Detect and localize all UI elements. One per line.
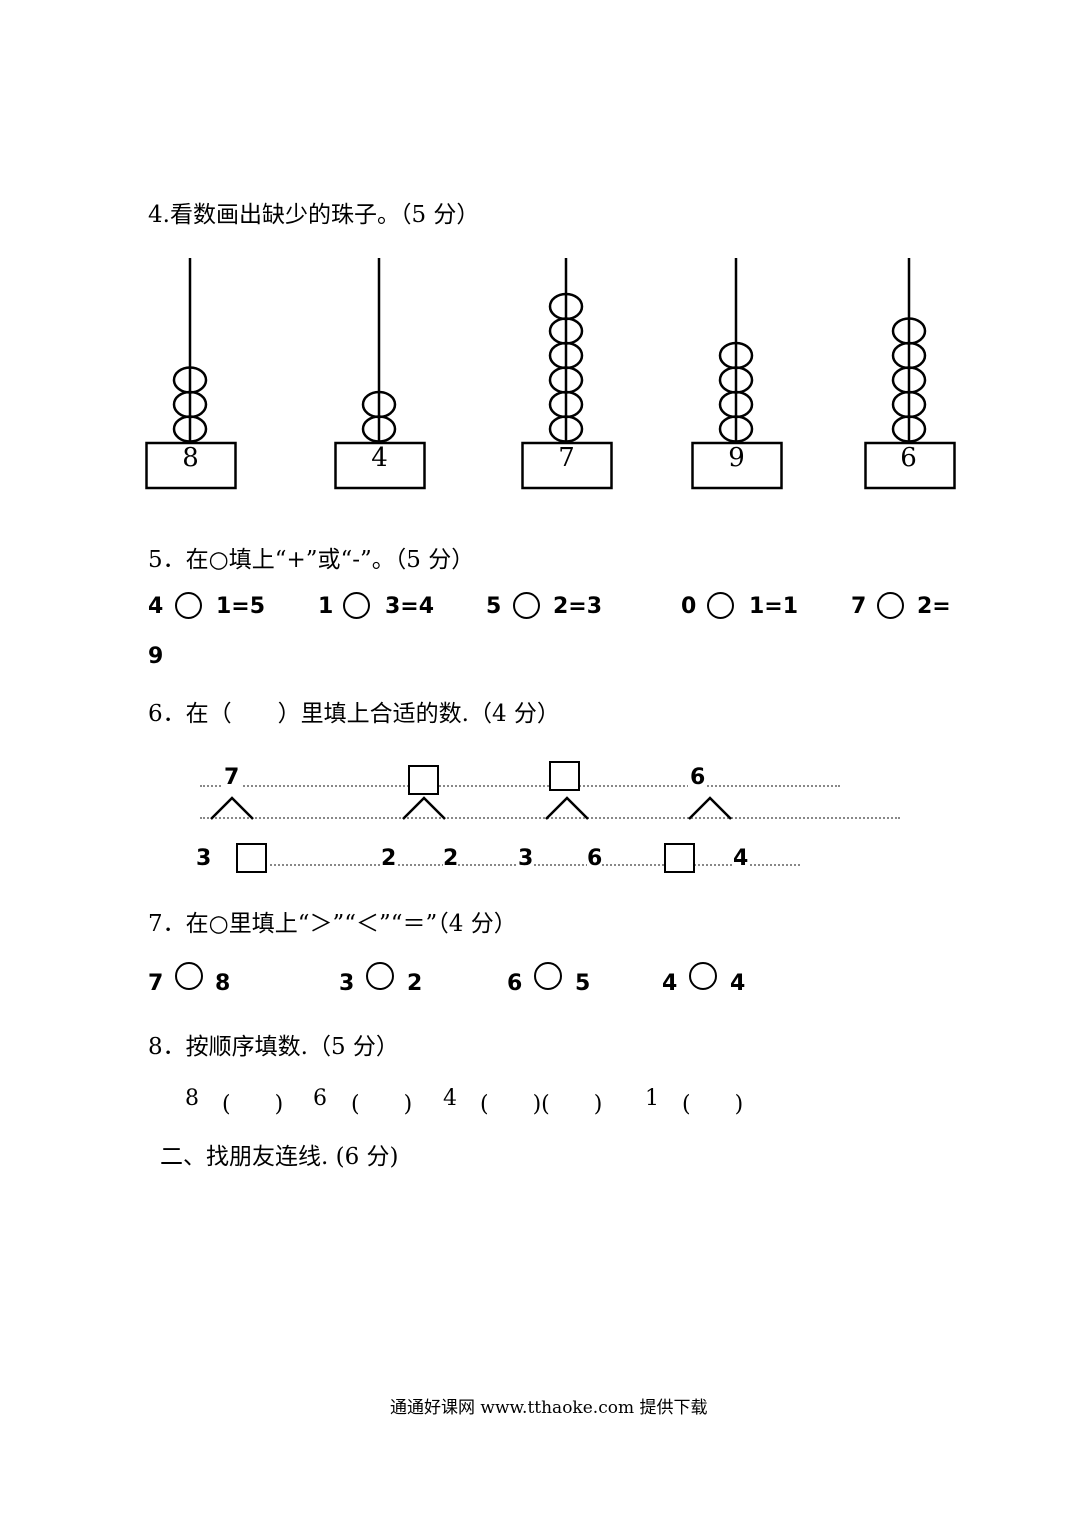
- dotted-guide: [200, 785, 840, 787]
- answer-circle[interactable]: [707, 592, 734, 619]
- q7-item-3-left: 6: [507, 971, 523, 996]
- sequence-blank-2[interactable]: ( ): [351, 1092, 413, 1117]
- sequence-6: 6: [313, 1086, 327, 1111]
- sequence-blank-1[interactable]: ( ): [222, 1092, 284, 1117]
- abacus-bead: [548, 292, 584, 321]
- abacus-number-5: 6: [900, 443, 917, 473]
- abacus-bead: [361, 390, 397, 419]
- number-bond-bottom-6: 4: [733, 846, 749, 871]
- footer-text: 通通好课网 www.tthaoke.com 提供下载: [390, 1398, 708, 1418]
- answer-circle[interactable]: [366, 962, 394, 990]
- abacus-number-4: 9: [728, 443, 745, 473]
- number-bond-top-4: 6: [688, 765, 708, 790]
- abacus-bead: [718, 341, 754, 370]
- q7-item-3-right: 5: [575, 971, 591, 996]
- number-bond-bottom-4: 3: [518, 846, 534, 871]
- q8-title: 8．按顺序填数.（5 分）: [148, 1034, 399, 1060]
- number-bond-bottom-5: 6: [587, 846, 603, 871]
- q5-item-2-rest: 3=4: [385, 594, 435, 619]
- q7-item-2-right: 2: [407, 971, 423, 996]
- sequence-blank-3-4[interactable]: ( )( ): [480, 1092, 603, 1117]
- number-bond-bottom-1: 3: [196, 846, 212, 871]
- q5-item-5-a: 7: [851, 594, 867, 619]
- answer-circle[interactable]: [343, 592, 370, 619]
- number-bond-bottom-box-4[interactable]: [664, 843, 695, 873]
- q7-item-2-left: 3: [339, 971, 355, 996]
- number-bond-bottom-3: 2: [443, 846, 459, 871]
- q7-item-4-right: 4: [730, 971, 746, 996]
- number-bond-bottom-2: 2: [381, 846, 397, 871]
- answer-circle[interactable]: [534, 962, 562, 990]
- q5-item-1-a: 4: [148, 594, 164, 619]
- sequence-1: 1: [645, 1086, 659, 1111]
- answer-circle[interactable]: [689, 962, 717, 990]
- abacus-diagram: [145, 258, 956, 490]
- q7-item-1-left: 7: [148, 971, 164, 996]
- q6-title: 6．在（ ）里填上合适的数.（4 分）: [148, 701, 560, 727]
- q5-item-3-rest: 2=3: [553, 594, 603, 619]
- abacus-number-box: [521, 441, 613, 490]
- q4-title: 4.看数画出缺少的珠子。（5 分）: [148, 202, 480, 228]
- number-bond-branches: [210, 796, 732, 820]
- abacus-number-box: [691, 441, 783, 490]
- q5-item-4-rest: 1=1: [749, 594, 799, 619]
- q5-item-2-a: 1: [318, 594, 334, 619]
- q5-item-4-a: 0: [681, 594, 697, 619]
- answer-circle[interactable]: [175, 962, 203, 990]
- section-2-title: 二、找朋友连线. (6 分): [160, 1144, 399, 1170]
- number-bond-top-1: 7: [222, 765, 242, 790]
- sequence-blank-5[interactable]: ( ): [682, 1092, 744, 1117]
- q7-title: 7．在○里填上“＞”“＜”“＝”（4 分）: [148, 911, 517, 937]
- sequence-4: 4: [443, 1086, 457, 1111]
- sequence-8: 8: [185, 1086, 199, 1111]
- answer-circle[interactable]: [175, 592, 202, 619]
- abacus-number-box: [145, 441, 237, 490]
- q5-item-3-a: 5: [486, 594, 502, 619]
- number-bond-bottom-box-1[interactable]: [236, 843, 267, 873]
- q7-item-1-right: 8: [215, 971, 231, 996]
- abacus-number-3: 7: [558, 443, 575, 473]
- number-bond-top-box-2[interactable]: [408, 765, 439, 795]
- answer-circle[interactable]: [877, 592, 904, 619]
- number-bond-top-box-3[interactable]: [549, 761, 580, 791]
- q5-item-5-rest: 2=: [917, 594, 951, 619]
- abacus-number-2: 4: [371, 443, 388, 473]
- q5-item-1-rest: 1=5: [216, 594, 266, 619]
- q5-wrap: 9: [148, 644, 164, 669]
- abacus-number-1: 8: [182, 443, 199, 473]
- answer-circle[interactable]: [513, 592, 540, 619]
- q5-title: 5．在○填上“+”或“-”。（5 分）: [148, 547, 475, 573]
- dotted-guide: [200, 817, 900, 819]
- dotted-guide: [270, 864, 800, 866]
- abacus-number-box: [864, 441, 956, 490]
- abacus-bead: [891, 317, 927, 345]
- abacus-bead: [172, 366, 208, 394]
- q7-item-4-left: 4: [662, 971, 678, 996]
- abacus-number-box: [334, 441, 426, 490]
